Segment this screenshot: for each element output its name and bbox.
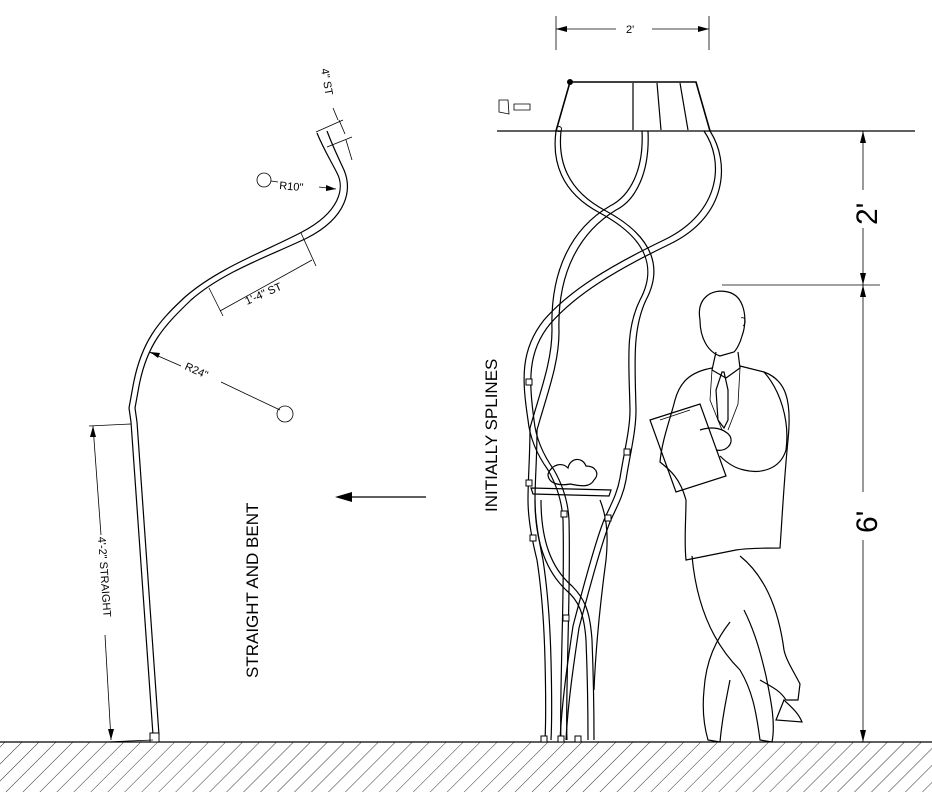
- dimension-segment-1ft4: [208, 232, 317, 317]
- initially-splines-label: INITIALLY SPLINES: [482, 359, 501, 512]
- tube-foot: [149, 732, 160, 743]
- radius-24-label: R24": [183, 361, 210, 382]
- bent-tube-profile: [128, 130, 348, 743]
- segment-1ft4-label: 1'-4" ST: [243, 281, 284, 308]
- radius-24-callout: [148, 351, 294, 423]
- radius-10-callout: [256, 172, 337, 191]
- dimension-height: [722, 131, 880, 743]
- radius-10-label: R10": [279, 180, 304, 194]
- person-silhouette: [649, 290, 803, 743]
- straight-and-bent-label: STRAIGHT AND BENT: [243, 503, 262, 678]
- width-label: 2': [626, 24, 634, 36]
- dimension-width: [555, 16, 710, 50]
- direction-arrow: [335, 492, 426, 502]
- dimension-straight-label: 4'-2" STRAIGHT: [95, 536, 113, 617]
- upper-height-label: 2': [851, 203, 884, 225]
- lower-height-label: 6': [851, 511, 884, 533]
- dimension-straight-length: [88, 423, 154, 743]
- spline-fixture: [498, 79, 722, 743]
- ground: [0, 741, 932, 792]
- dimension-segment-4in: [315, 107, 353, 161]
- segment-4in-label: 4" ST: [318, 67, 335, 96]
